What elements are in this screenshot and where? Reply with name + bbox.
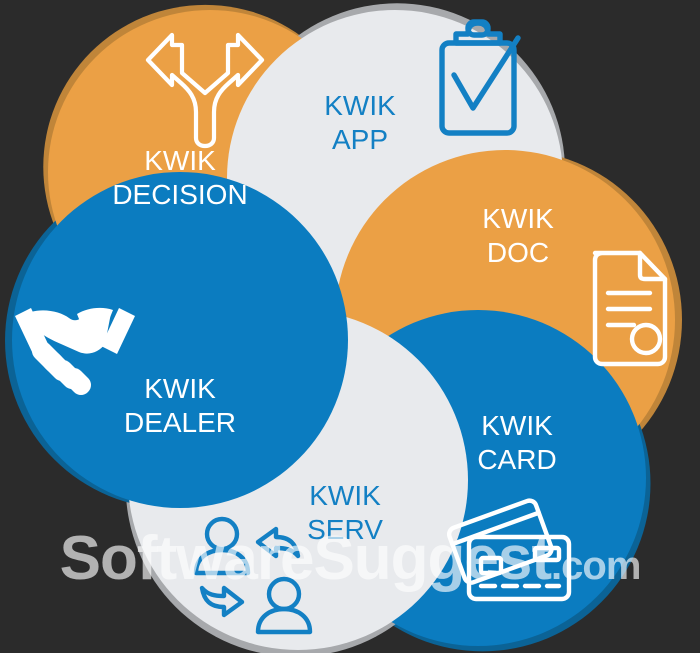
label-kwik-card-line2: CARD — [477, 444, 556, 475]
label-kwik-card-line1: KWIK — [481, 410, 553, 441]
label-kwik-app-line2: APP — [332, 124, 388, 155]
split-arrows-icon — [145, 32, 265, 149]
people-exchange-icon — [193, 516, 313, 635]
credit-cards-icon-wrap — [446, 498, 572, 602]
label-kwik-serv-line2: SERV — [307, 514, 383, 545]
document-seal-icon — [592, 250, 668, 367]
split-arrows-icon-wrap — [145, 32, 265, 149]
document-seal-icon-wrap — [592, 250, 668, 367]
label-kwik-serv-line1: KWIK — [309, 480, 381, 511]
clipboard-check-icon-wrap — [439, 19, 521, 136]
handshake-icon — [15, 307, 135, 395]
label-kwik-dealer-line2: DEALER — [124, 407, 236, 438]
circle-kwik-dealer[interactable] — [12, 172, 348, 508]
label-kwik-doc-line2: DOC — [487, 237, 549, 268]
credit-cards-icon — [446, 498, 572, 602]
content-layer: KWIKDECISIONKWIKAPPKWIKDOCKWIKCARDKWIKSE… — [15, 19, 668, 635]
label-kwik-decision-line1: KWIK — [144, 145, 216, 176]
handshake-icon-wrap — [15, 307, 135, 395]
clipboard-check-icon — [439, 19, 521, 136]
label-kwik-decision-line2: DECISION — [112, 179, 247, 210]
people-exchange-icon-wrap — [193, 516, 313, 635]
label-kwik-app-line1: KWIK — [324, 90, 396, 121]
label-kwik-doc-line1: KWIK — [482, 203, 554, 234]
segment-kwik-dealer[interactable] — [12, 172, 348, 508]
label-kwik-dealer-line1: KWIK — [144, 373, 216, 404]
